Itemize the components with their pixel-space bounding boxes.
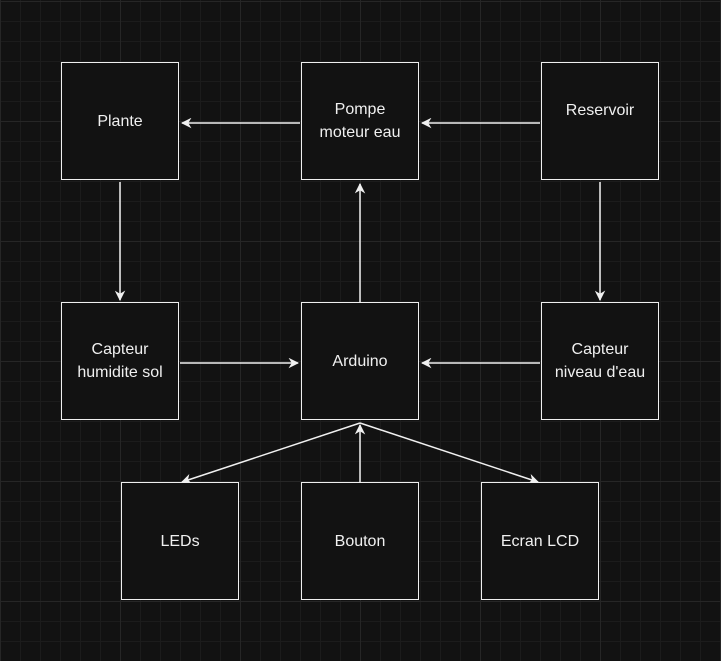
node-capteur-niveau[interactable]: Capteur niveau d'eau xyxy=(541,302,659,420)
node-arduino[interactable]: Arduino xyxy=(301,302,419,420)
node-capteur-humidite[interactable]: Capteur humidite sol xyxy=(61,302,179,420)
node-reservoir[interactable]: Reservoir xyxy=(541,62,659,180)
node-pompe[interactable]: Pompe moteur eau xyxy=(301,62,419,180)
node-plante[interactable]: Plante xyxy=(61,62,179,180)
node-leds[interactable]: LEDs xyxy=(121,482,239,600)
arrow-arduino-to-ecran xyxy=(359,422,539,485)
node-ecran[interactable]: Ecran LCD xyxy=(481,482,599,600)
node-bouton[interactable]: Bouton xyxy=(301,482,419,600)
arrow-arduino-to-leds xyxy=(181,422,361,485)
